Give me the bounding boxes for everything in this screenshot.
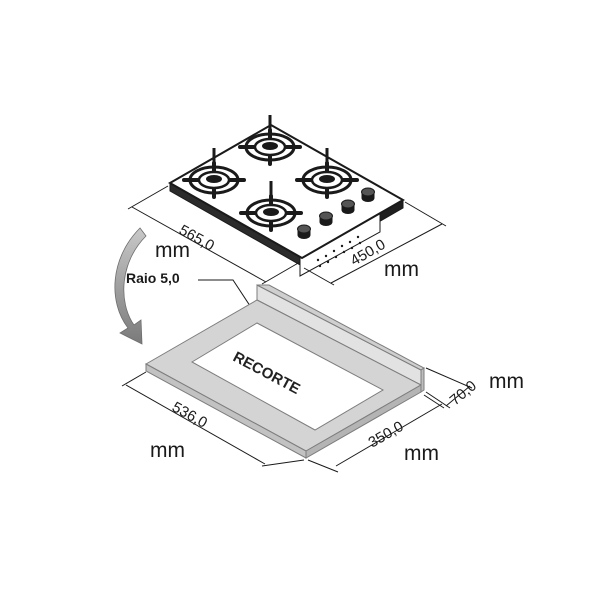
knob-top	[341, 199, 355, 209]
control-knob	[341, 199, 355, 214]
counter-wall-endcap	[420, 367, 425, 393]
burner	[238, 115, 302, 166]
wall-height-dimension	[425, 367, 473, 409]
burner-cap	[262, 142, 278, 150]
burner-outer-ring	[244, 132, 296, 162]
burner-cap	[319, 175, 335, 183]
knob-top	[297, 224, 311, 234]
control-knob	[361, 187, 375, 202]
burner	[182, 148, 246, 199]
knob-top	[361, 187, 375, 197]
cutout-width-unit: mm	[150, 439, 185, 462]
control-knob	[297, 224, 311, 239]
burner-outer-ring	[188, 165, 240, 195]
cutout-depth-value: 350,0	[366, 418, 407, 451]
control-knob	[319, 211, 333, 226]
cutout-depth-dimension	[307, 394, 445, 473]
cooktop-top-surface	[167, 123, 406, 260]
knob-top	[319, 211, 333, 221]
countertop	[144, 284, 425, 459]
cooktop-width-unit: mm	[155, 239, 190, 262]
placement-arrow	[114, 227, 147, 345]
wall-height-unit: mm	[489, 370, 524, 393]
burners	[182, 115, 359, 232]
cooktop-width-dimension	[127, 185, 301, 285]
cutout-width-dimension	[121, 371, 305, 467]
burner	[295, 148, 359, 199]
cooktop	[167, 115, 406, 277]
burner-cap	[206, 175, 222, 183]
burner-outer-ring	[301, 165, 353, 195]
burner-cap	[263, 208, 279, 216]
control-knobs	[297, 187, 375, 239]
wall-height-value: 70,0	[447, 377, 480, 409]
cooktop-depth-dimension	[303, 201, 447, 286]
radius-label: Raio 5,0	[126, 270, 180, 286]
under-box-holes	[316, 235, 362, 268]
cooktop-depth-unit: mm	[384, 258, 419, 281]
cutout-depth-unit: mm	[404, 442, 439, 465]
burner-outer-ring	[245, 198, 297, 228]
burner	[239, 181, 303, 232]
cutout-width-value: 536,0	[169, 399, 210, 432]
